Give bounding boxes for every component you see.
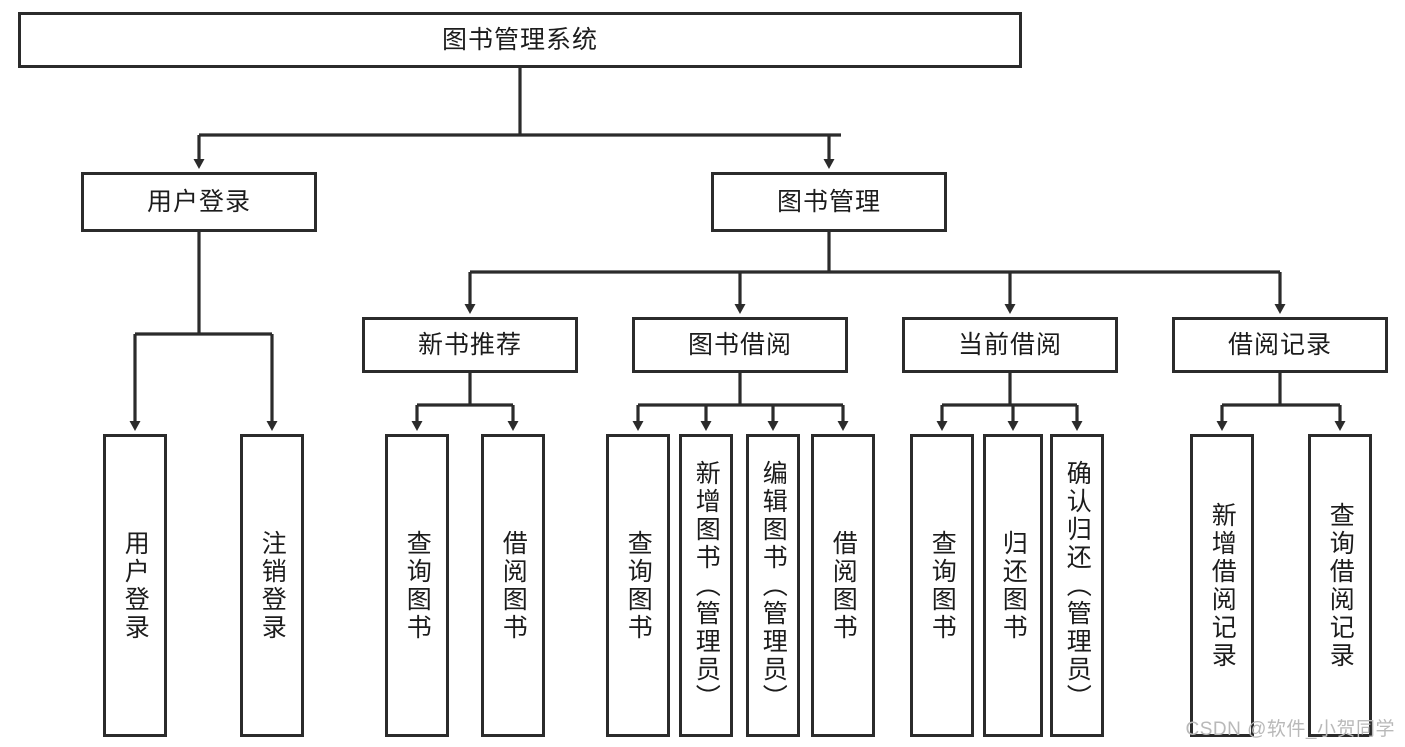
node-leaf-logout-label: 注销登录 — [258, 529, 287, 642]
node-leaf-query-book-2-label: 查询图书 — [624, 529, 653, 642]
csdn-watermark: CSDN @软件_小贺同学 — [1185, 719, 1395, 740]
node-leaf-add-book[interactable]: 新增图书（管理员） — [679, 434, 733, 737]
node-book-borrow[interactable]: 图书借阅 — [632, 317, 848, 373]
node-leaf-borrow-book-1-label: 借阅图书 — [499, 529, 528, 642]
node-leaf-borrow-book-1[interactable]: 借阅图书 — [481, 434, 545, 737]
node-leaf-query-record-label: 查询借阅记录 — [1326, 501, 1355, 670]
node-new-book-rec[interactable]: 新书推荐 — [362, 317, 578, 373]
node-leaf-confirm-return[interactable]: 确认归还（管理员） — [1050, 434, 1104, 737]
node-leaf-edit-book[interactable]: 编辑图书（管理员） — [746, 434, 800, 737]
node-leaf-query-book-1[interactable]: 查询图书 — [385, 434, 449, 737]
node-new-book-rec-label: 新书推荐 — [417, 331, 522, 359]
node-leaf-add-record-label: 新增借阅记录 — [1208, 501, 1237, 670]
node-leaf-borrow-book-2-label: 借阅图书 — [829, 529, 858, 642]
node-leaf-confirm-return-label: 确认归还（管理员） — [1063, 459, 1092, 712]
node-leaf-query-book-1-label: 查询图书 — [403, 529, 432, 642]
node-leaf-add-record[interactable]: 新增借阅记录 — [1190, 434, 1254, 737]
node-leaf-return-book-label: 归还图书 — [999, 529, 1028, 642]
node-current-borrow[interactable]: 当前借阅 — [902, 317, 1118, 373]
node-leaf-query-record[interactable]: 查询借阅记录 — [1308, 434, 1372, 737]
node-leaf-logout[interactable]: 注销登录 — [240, 434, 304, 737]
node-borrow-record[interactable]: 借阅记录 — [1172, 317, 1388, 373]
node-leaf-query-book-3-label: 查询图书 — [928, 529, 957, 642]
node-leaf-query-book-2[interactable]: 查询图书 — [606, 434, 670, 737]
node-user-login-label: 用户登录 — [146, 188, 251, 216]
node-leaf-borrow-book-2[interactable]: 借阅图书 — [811, 434, 875, 737]
node-book-manage-label: 图书管理 — [776, 188, 881, 216]
node-leaf-query-book-3[interactable]: 查询图书 — [910, 434, 974, 737]
node-leaf-edit-book-label: 编辑图书（管理员） — [759, 459, 788, 712]
node-root-label: 图书管理系统 — [441, 26, 598, 54]
node-leaf-add-book-label: 新增图书（管理员） — [692, 459, 721, 712]
node-leaf-return-book[interactable]: 归还图书 — [983, 434, 1043, 737]
node-book-manage[interactable]: 图书管理 — [711, 172, 947, 232]
node-leaf-user-login[interactable]: 用户登录 — [103, 434, 167, 737]
node-book-borrow-label: 图书借阅 — [687, 331, 792, 359]
node-borrow-record-label: 借阅记录 — [1227, 331, 1332, 359]
node-leaf-user-login-label: 用户登录 — [121, 529, 150, 642]
node-root[interactable]: 图书管理系统 — [18, 12, 1022, 68]
node-user-login[interactable]: 用户登录 — [81, 172, 317, 232]
node-current-borrow-label: 当前借阅 — [957, 331, 1062, 359]
